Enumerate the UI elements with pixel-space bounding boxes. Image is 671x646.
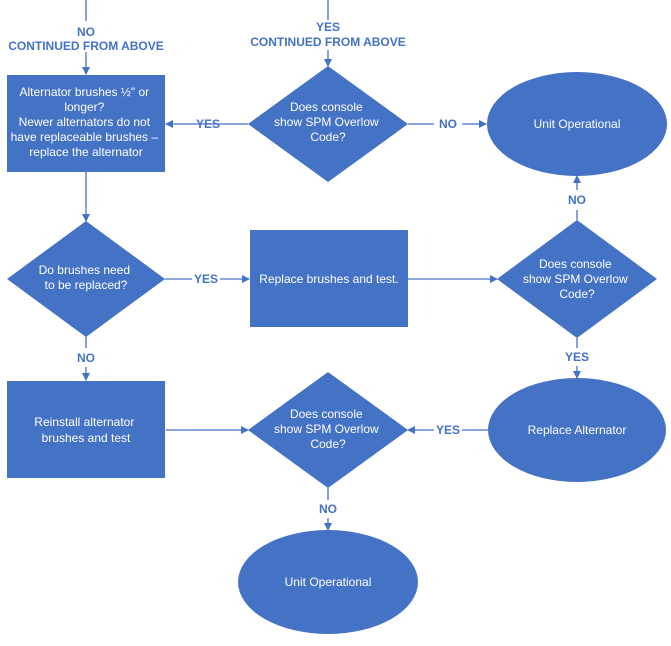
reinstall-brushes-box (7, 381, 165, 478)
brushes-replace-decision (7, 221, 165, 337)
bottom-unit-operational-text: Unit Operational (285, 575, 372, 589)
alternator-brushes-check-box (7, 75, 165, 172)
top-right-yes-label: YES (316, 20, 340, 34)
bottom-console-decision (248, 372, 408, 488)
yes-top-label: YES (196, 117, 220, 131)
replace-alternator-terminal (488, 378, 666, 482)
top-unit-operational-text: Unit Operational (534, 117, 621, 131)
top-console-decision-text: Does console show SPM Overlow Code? (274, 100, 382, 144)
yes-right-label: YES (565, 350, 589, 364)
top-console-decision (248, 66, 408, 182)
no-bottom-label: NO (319, 502, 337, 516)
replace-brushes-box (250, 230, 408, 327)
bottom-unit-operational-terminal (238, 530, 418, 634)
brushes-replace-decision-text: Do brushes need to be replaced? (39, 263, 134, 292)
no-left-label: NO (77, 351, 95, 365)
reinstall-brushes-text: Reinstall alternator brushes and test (34, 415, 137, 445)
replace-alternator-text: Replace Alternator (528, 423, 627, 437)
no-top-label: NO (439, 117, 457, 131)
middle-console-decision-text: Does console show SPM Overlow Code? (523, 257, 631, 301)
connectors (82, 0, 581, 531)
top-left-no-label: NO (77, 25, 95, 39)
top-left-continued-label: CONTINUED FROM ABOVE (8, 39, 164, 53)
no-right-label: NO (568, 193, 586, 207)
top-right-continued-label: CONTINUED FROM ABOVE (250, 35, 406, 49)
top-unit-operational-terminal (487, 72, 667, 176)
replace-brushes-text: Replace brushes and test. (259, 272, 398, 286)
yes-bottom-label: YES (436, 423, 460, 437)
bottom-console-decision-text: Does console show SPM Overlow Code? (274, 407, 382, 451)
yes-mid-label: YES (194, 272, 218, 286)
alternator-brushes-check-text: Alternator brushes ½" or longer? Newer a… (11, 85, 162, 159)
middle-console-decision (497, 220, 657, 338)
